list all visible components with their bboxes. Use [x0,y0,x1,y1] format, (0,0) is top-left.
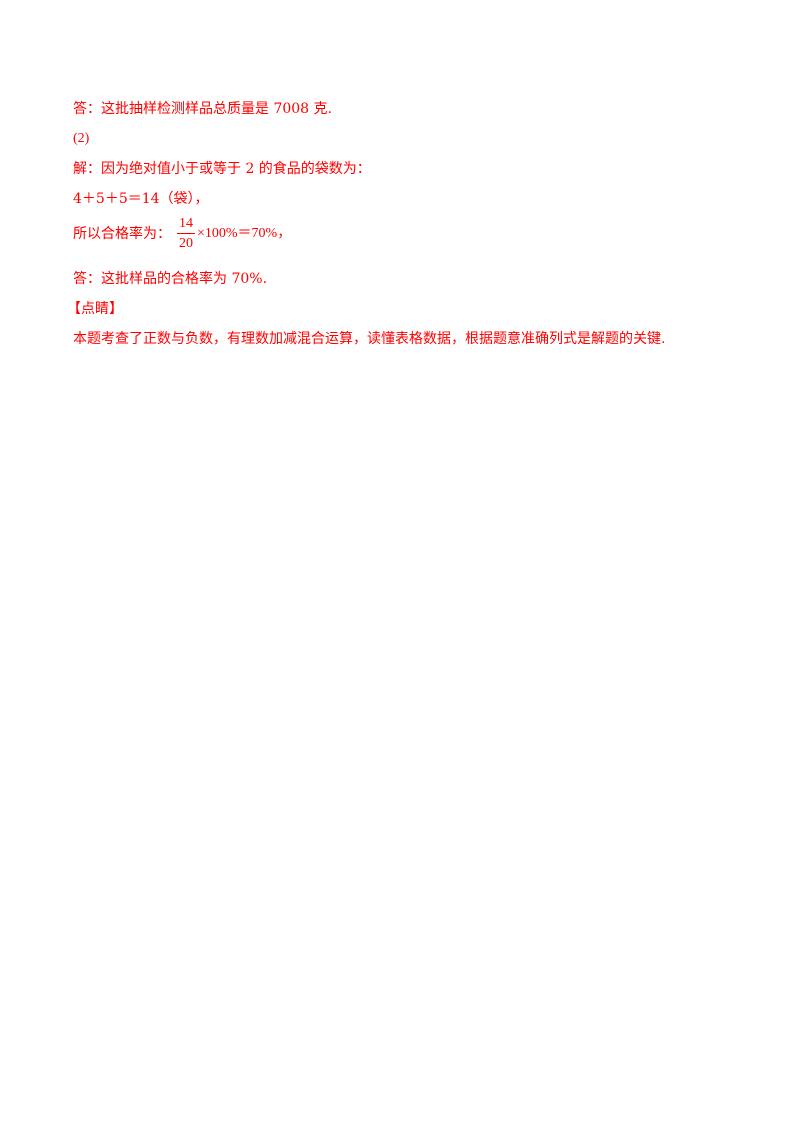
comment-body: 本题考查了正数与负数，有理数加减混合运算，读懂表格数据，根据题意准确列式是解题的… [73,331,666,347]
answer-line-1: 答：这批抽样检测样品总质量是 7008 克. [73,101,332,117]
part-2-label: (2) [73,131,90,146]
fraction-denominator: 20 [179,236,193,251]
fraction-bar [177,233,195,234]
answer-line-2: 答：这批样品的合格率为 70%. [73,271,268,287]
rate-prefix: 所以合格率为： [73,226,171,242]
solution-intro-line: 解：因为绝对值小于或等于 2 的食品的袋数为： [73,161,371,177]
comment-heading: 【点睛】 [67,301,123,317]
fraction: 14 20 [177,216,195,252]
rate-line: 所以合格率为： 14 20 ×100%＝70%， [73,216,291,252]
fraction-numerator: 14 [179,216,193,231]
sum-line: 4＋5＋5＝14（袋）， [73,191,209,207]
rate-suffix: ×100%＝70%， [197,226,292,241]
